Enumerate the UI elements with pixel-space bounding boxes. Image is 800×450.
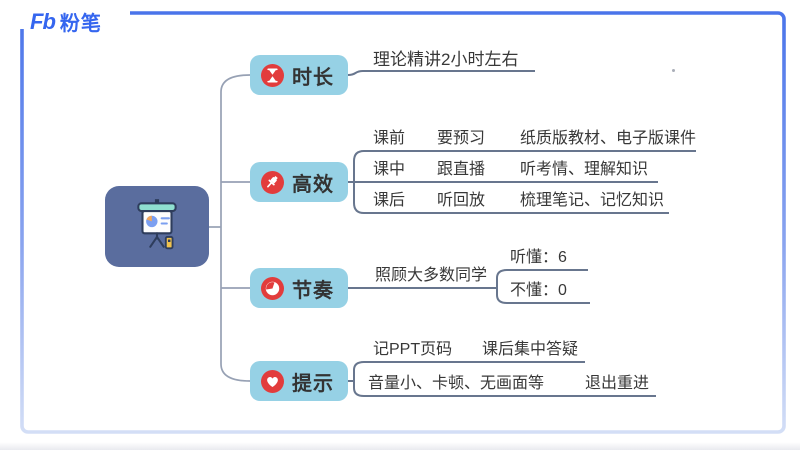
- branch-label: 时长: [292, 66, 334, 89]
- presentation-easel-icon: [128, 195, 186, 258]
- decorative-frame: [8, 4, 786, 434]
- branch-lines-efficiency: [348, 150, 696, 214]
- branch-node-efficiency: 高效: [250, 162, 348, 202]
- efficiency-row1-stage: 课前: [373, 130, 406, 147]
- pushpin-icon: [261, 170, 284, 194]
- tips-row1-answer: 课后集中答疑: [482, 341, 579, 358]
- branch-label: 提示: [292, 372, 334, 395]
- spine-lines: [209, 74, 251, 382]
- hourglass-icon: [261, 63, 284, 87]
- efficiency-row2-stage: 课中: [373, 161, 406, 178]
- branch-label: 高效: [292, 173, 334, 196]
- bottom-edge-shadow: [0, 442, 800, 450]
- branch-lines-pace: [348, 269, 590, 304]
- tips-row2-answer: 退出重进: [585, 375, 650, 392]
- efficiency-row2-detail: 听考情、理解知识: [520, 161, 649, 178]
- branch-lines-duration: [347, 70, 535, 76]
- tips-row1-note: 记PPT页码: [373, 341, 453, 358]
- branch-node-pace: 节奏: [250, 268, 348, 308]
- fenbi-logo-icon: Fb: [30, 8, 56, 34]
- branch-lines-tips: [348, 361, 656, 397]
- efficiency-row1-detail: 纸质版教材、电子版课件: [520, 130, 697, 147]
- branch-label: 节奏: [292, 279, 334, 302]
- duration-note: 理论精讲2小时左右: [373, 50, 519, 69]
- brand-logo: Fb 粉笔: [30, 7, 102, 36]
- mindmap-root-node: [105, 186, 209, 267]
- heart-icon: [261, 369, 284, 393]
- efficiency-row3-action: 听回放: [437, 192, 486, 209]
- pace-understood-count: 听懂：6: [510, 249, 567, 266]
- efficiency-row2-action: 跟直播: [437, 161, 486, 178]
- pace-not-understood-count: 不懂：0: [510, 282, 567, 299]
- pace-note: 照顾大多数同学: [375, 267, 488, 284]
- efficiency-row3-stage: 课后: [373, 192, 406, 209]
- efficiency-row3-detail: 梳理笔记、记忆知识: [520, 192, 665, 209]
- tips-row2-note: 音量小、卡顿、无画面等: [368, 375, 545, 392]
- stray-dot: [672, 69, 675, 72]
- efficiency-row1-action: 要预习: [437, 130, 486, 147]
- brand-name: 粉笔: [59, 13, 102, 35]
- clock-icon: [261, 276, 284, 300]
- branch-node-tips: 提示: [250, 361, 348, 401]
- branch-node-duration: 时长: [250, 55, 348, 95]
